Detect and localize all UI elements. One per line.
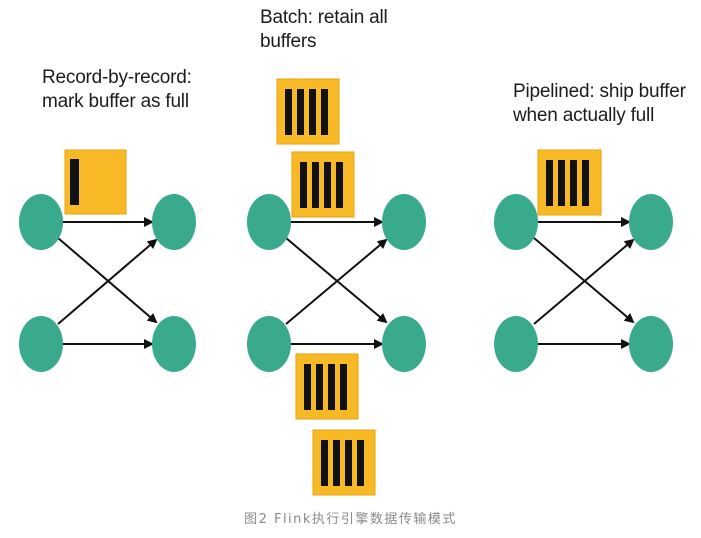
record-bar [309, 89, 316, 135]
node-consumer-top [629, 194, 673, 250]
pipelined-panel [494, 149, 673, 372]
record-bar [546, 160, 553, 206]
record-bar [336, 162, 343, 208]
node-consumer-bottom [382, 316, 426, 372]
edge-bottom-top [533, 238, 635, 325]
edge-top-bottom [285, 237, 388, 324]
node-producer-top [19, 194, 63, 250]
node-consumer-bottom [629, 316, 673, 372]
edges [285, 217, 388, 349]
buffer [537, 149, 602, 216]
node-consumer-bottom [152, 316, 196, 372]
figure-caption: 图2 Flink执行引擎数据传输模式 [244, 512, 457, 527]
buffer-4 [312, 429, 376, 496]
record-bar [324, 162, 331, 208]
edges [533, 217, 635, 349]
node-consumer-top [382, 194, 426, 250]
node-producer-top [494, 194, 538, 250]
buffer-2 [291, 151, 355, 218]
record-bar [300, 162, 307, 208]
record-by-record-title: Record-by-record: mark buffer as full [42, 67, 192, 112]
batch-title: Batch: retain all buffers [260, 7, 388, 52]
node-producer-bottom [247, 316, 291, 372]
edge-bottom-top [57, 238, 158, 325]
record-bar [321, 440, 328, 486]
node-producer-top [247, 194, 291, 250]
record-bar [297, 89, 304, 135]
record-bar [345, 440, 352, 486]
batch-panel [247, 78, 426, 496]
edge-top-bottom [533, 237, 635, 324]
buffer-1 [276, 78, 340, 145]
edge-bottom-top [285, 238, 388, 325]
node-consumer-top [152, 194, 196, 250]
node-producer-bottom [19, 316, 63, 372]
node-producer-bottom [494, 316, 538, 372]
record-bar [316, 364, 323, 410]
record-bar [285, 89, 292, 135]
record-bar [582, 160, 589, 206]
record-bar [312, 162, 319, 208]
record-bar [357, 440, 364, 486]
record-by-record-panel [19, 149, 196, 372]
record-bar [70, 159, 79, 205]
record-bar [304, 364, 311, 410]
record-bar [328, 364, 335, 410]
pipelined-title: Pipelined: ship buffer when actually ful… [513, 81, 686, 126]
record-bar [321, 89, 328, 135]
record-bar [333, 440, 340, 486]
buffer-3 [295, 353, 359, 420]
edges [57, 217, 158, 349]
record-bar [558, 160, 565, 206]
buffer [64, 149, 127, 215]
edge-top-bottom [57, 237, 158, 324]
record-bar [570, 160, 577, 206]
record-bar [340, 364, 347, 410]
